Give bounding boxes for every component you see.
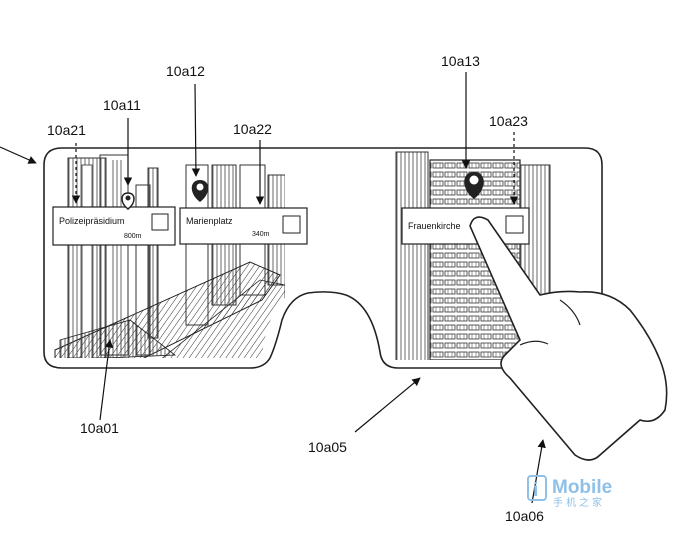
label-10a05: 10a05 [308,439,347,455]
map-pin-icon [121,192,135,210]
poi-card-frauenkirche[interactable]: Frauenkirche [401,207,530,245]
watermark-subtitle: 手机之家 [553,496,605,509]
label-10a13: 10a13 [441,53,480,69]
poi-card-1-name: Polizeipräsidium [59,216,125,226]
hand-illustration [469,216,668,461]
left-lens-scene [54,154,285,358]
watermark-logo: i Mobile 手机之家 [527,475,612,509]
label-10a22: 10a22 [233,121,272,137]
poi-card-3-name: Frauenkirche [408,221,461,231]
reference-arrows [0,72,546,504]
poi-card-1-distance: 800m [124,233,142,240]
svg-text:i: i [533,480,538,501]
label-10a21: 10a21 [47,122,86,138]
label-10a11: 10a11 [103,97,141,113]
label-10a01: 10a01 [80,420,119,436]
map-pin-icon [191,180,209,202]
poi-card-polizeiprasidium[interactable]: Polizeipräsidium 800m [52,206,176,246]
poi-card-2-name: Marienplatz [186,216,233,226]
map-pin-icon [464,172,484,199]
label-10a12: 10a12 [166,63,205,79]
label-10a06: 10a06 [505,508,544,524]
label-10a23: 10a23 [489,113,528,129]
watermark-brand: Mobile [552,477,612,498]
poi-card-marienplatz[interactable]: Marienplatz 340m [179,207,308,245]
poi-card-2-distance: 340m [252,231,270,238]
